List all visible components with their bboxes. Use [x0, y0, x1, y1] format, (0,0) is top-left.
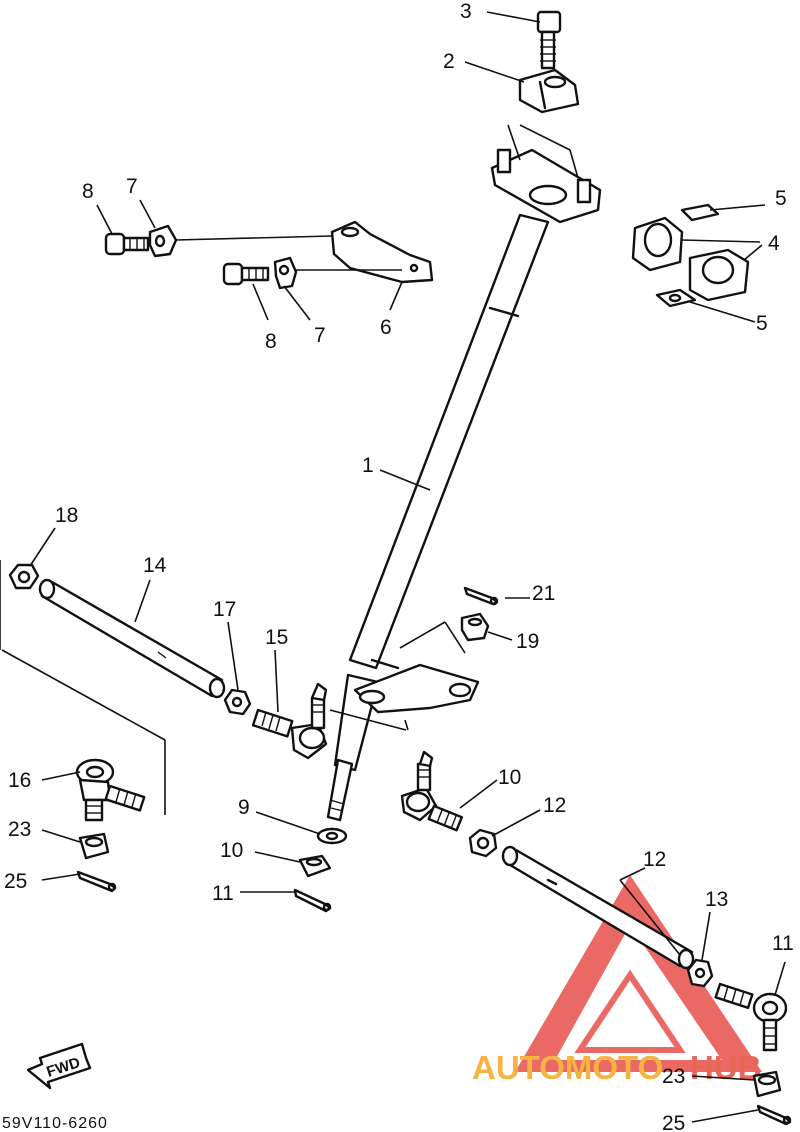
part-washer-5-lower — [655, 288, 697, 308]
callout-8-lower: 8 — [265, 330, 277, 353]
part-shaft-holder-bracket — [330, 220, 434, 284]
part-shaft-upper-bracket — [490, 124, 602, 224]
part-bolt-3 — [536, 10, 562, 70]
part-lock-washer-7b — [273, 256, 298, 290]
callout-1: 1 — [362, 454, 374, 477]
part-nut-16 — [686, 958, 714, 988]
part-cotter-pin-24 — [463, 586, 499, 606]
part-tie-rod-end-13 — [400, 750, 464, 832]
callout-6: 6 — [380, 316, 392, 339]
part-tie-rod-17 — [38, 578, 226, 699]
part-castle-nut-22 — [460, 612, 490, 642]
part-washer-5-upper — [680, 203, 720, 222]
callout-23-left: 23 — [8, 818, 31, 841]
callout-labels: 3 2 8 7 5 4 5 6 7 8 1 18 14 21 17 19 15 … — [4, 0, 794, 1132]
callout-10: 10 — [220, 839, 243, 862]
callout-7-upper: 7 — [126, 175, 138, 198]
part-tie-rod-end-14 — [714, 982, 788, 1052]
callout-5-upper: 5 — [775, 187, 787, 210]
callout-2: 2 — [443, 50, 455, 73]
callout-19: 16 — [8, 769, 31, 792]
part-bushing-upper — [631, 216, 684, 272]
callout-23-right: 23 — [662, 1065, 685, 1088]
callout-14: 11 — [772, 932, 794, 955]
part-lock-washer-7a — [148, 224, 178, 258]
assembly-bracket-lines-left — [0, 560, 166, 815]
watermark: AUTOMOTO HUB — [472, 875, 762, 1086]
forward-direction-arrow-icon: FWD — [26, 1042, 92, 1090]
part-bushing-lower — [688, 248, 750, 302]
callout-18: 15 — [265, 626, 288, 649]
part-tie-rod-12 — [501, 845, 695, 970]
callout-25-left: 25 — [4, 870, 27, 893]
part-washer-9 — [316, 827, 348, 845]
callout-21: 18 — [55, 504, 78, 527]
callout-3: 3 — [460, 0, 472, 23]
part-tie-rod-end-18 — [251, 682, 328, 760]
part-castle-nut-10 — [298, 854, 332, 878]
part-bolt-8b — [222, 262, 270, 286]
watermark-word-automoto: AUTOMOTO — [472, 1049, 663, 1086]
leader-lines — [29, 11, 786, 1123]
part-handlebar-holder — [518, 68, 580, 114]
part-nut-21 — [8, 563, 40, 590]
drawing-code: 59V110-6260 — [2, 1115, 108, 1132]
callout-13: 10 — [498, 766, 521, 789]
part-castle-nut-23b — [752, 1070, 782, 1098]
part-nut-15 — [468, 828, 498, 858]
callout-5-lower: 5 — [756, 312, 768, 335]
part-castle-nut-23a — [78, 832, 110, 860]
callout-7-lower: 7 — [314, 324, 326, 347]
callout-4: 4 — [768, 232, 780, 255]
callout-24: 21 — [532, 582, 555, 605]
part-cotter-pin-25b — [756, 1104, 792, 1126]
part-tie-rod-end-19 — [75, 758, 146, 822]
callout-12: 12 — [643, 848, 666, 871]
watermark-triangle-icon — [515, 875, 762, 1072]
callout-9: 9 — [238, 796, 250, 819]
part-cotter-pin-25a — [76, 870, 117, 893]
part-cotter-pin-11 — [293, 888, 332, 913]
callout-8-upper: 8 — [82, 180, 94, 203]
part-steering-shaft — [326, 213, 550, 822]
callout-20: 17 — [213, 598, 236, 621]
callout-11: 11 — [212, 882, 234, 905]
watermark-triangle-inner-icon — [574, 969, 686, 1053]
callout-17: 14 — [143, 554, 167, 577]
callout-15: 12 — [543, 794, 566, 817]
part-bolt-8a — [104, 232, 150, 256]
callout-22: 19 — [516, 630, 539, 653]
part-lower-steering-arm — [329, 621, 480, 731]
part-nut-20 — [223, 688, 252, 716]
callout-16: 13 — [705, 888, 728, 911]
callout-25-right: 25 — [662, 1112, 685, 1132]
